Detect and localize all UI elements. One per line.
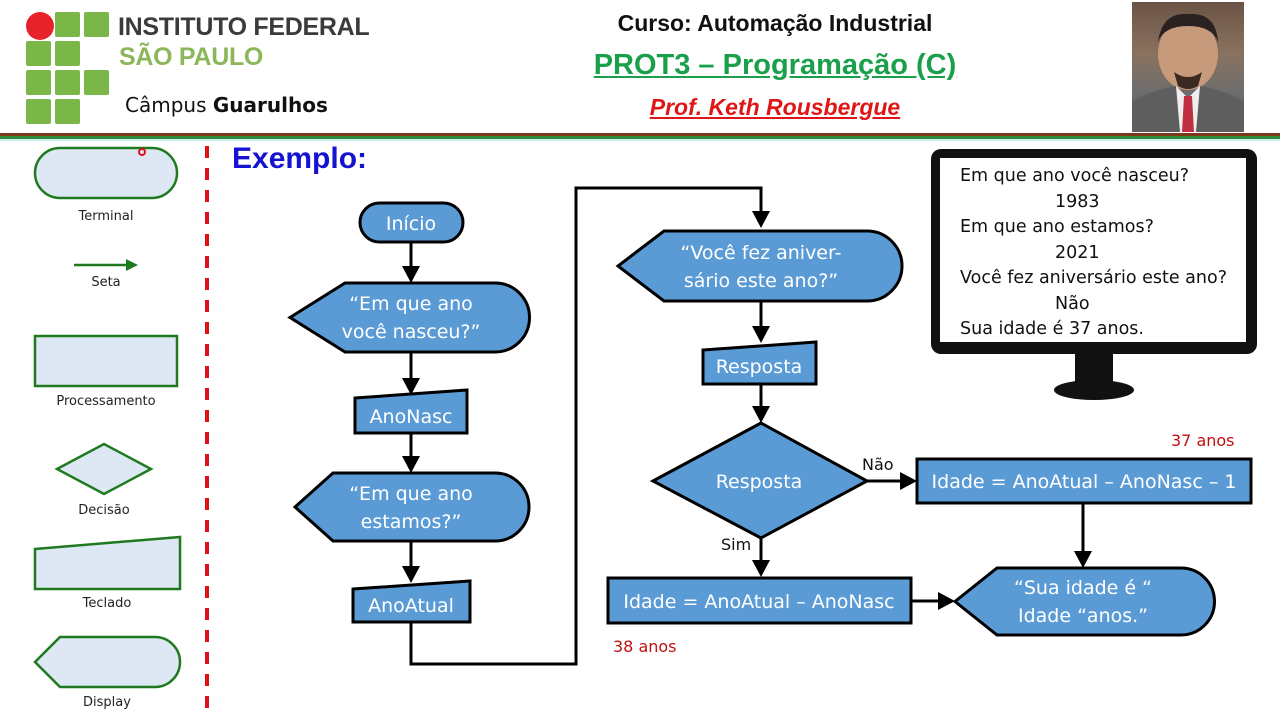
- node-output-label-1: “Sua idade é “: [1014, 577, 1152, 599]
- legend-label-terminal: Terminal: [78, 209, 134, 224]
- node-ask-birth-label-1: “Em que ano: [349, 293, 473, 315]
- arrowhead: [402, 566, 420, 583]
- node-ask-bday-label-2: sário este ano?”: [684, 270, 838, 292]
- legend-label-keyboard: Teclado: [82, 596, 132, 611]
- branch-label-no: Não: [862, 455, 894, 474]
- node-decision-label: Resposta: [716, 471, 803, 493]
- header-divider: [0, 133, 1280, 136]
- campus-prefix: Câmpus: [125, 93, 207, 117]
- node-output: [952, 566, 1216, 637]
- logo-red-dot: [26, 12, 54, 40]
- monitor-line: Em que ano estamos?: [960, 217, 1154, 237]
- branch-label-yes: Sim: [721, 535, 752, 554]
- arrowhead: [402, 456, 420, 473]
- monitor-line: Em que ano você nasceu?: [960, 166, 1189, 186]
- legend-keyboard-shape: [33, 535, 182, 591]
- node-input-answer: [701, 340, 818, 386]
- node-input-birth: [353, 388, 469, 435]
- node-ask-year-label-2: estamos?”: [361, 511, 462, 533]
- legend-shapes: [33, 146, 182, 689]
- legend-terminal-shape: [33, 146, 179, 200]
- legend-label-display: Display: [83, 695, 131, 710]
- node-ask-year: [292, 471, 531, 543]
- legend-separator: [205, 146, 209, 710]
- node-calc-yes: [606, 576, 913, 625]
- campus-label: Câmpus Guarulhos: [125, 93, 328, 117]
- professor-photo: [1132, 2, 1244, 132]
- legend-display-shape: [33, 635, 182, 689]
- note-yes-result: 38 anos: [613, 637, 677, 656]
- node-input-year: [351, 579, 472, 624]
- arrowhead: [402, 378, 420, 395]
- monitor-line: 2021: [1055, 242, 1100, 263]
- campus-name: Guarulhos: [212, 93, 328, 117]
- monitor-screen: Em que ano você nasceu? 1983 Em que ano …: [960, 164, 1240, 343]
- arrowhead: [752, 326, 770, 343]
- legend-label-process: Processamento: [56, 394, 156, 409]
- monitor-line: Não: [1055, 293, 1090, 314]
- note-no-result: 37 anos: [1171, 431, 1235, 450]
- legend-arrow-head: [126, 259, 138, 271]
- node-input-answer-label: Resposta: [716, 356, 803, 378]
- legend-label-decision: Decisão: [78, 503, 130, 518]
- arrowhead: [752, 211, 770, 228]
- monitor-icon: [931, 149, 1257, 400]
- arrowhead: [752, 560, 770, 577]
- node-input-birth-label: AnoNasc: [370, 406, 453, 428]
- arrowhead: [938, 592, 955, 610]
- header-divider-green: [0, 136, 1280, 139]
- monitor-line: Sua idade é 37 anos.: [960, 319, 1144, 339]
- node-calc-yes-label: Idade = AnoAtual – AnoNasc: [623, 591, 894, 613]
- arrowhead: [752, 406, 770, 423]
- node-decision: [649, 421, 871, 540]
- if-logo: [26, 12, 112, 126]
- institution-name: INSTITUTO FEDERAL: [118, 13, 370, 41]
- legend-label-arrow: Seta: [91, 275, 121, 290]
- node-ask-bday-label-1: “Você fez aniver-: [681, 242, 842, 264]
- course-title: Curso: Automação Industrial: [617, 10, 933, 36]
- node-start-label: Início: [386, 213, 436, 235]
- institution-state: SÃO PAULO: [119, 43, 264, 71]
- example-title: Exemplo:: [232, 142, 368, 175]
- legend-process-shape: [33, 334, 179, 388]
- node-ask-year-label-1: “Em que ano: [349, 483, 473, 505]
- legend-decision-shape: [54, 442, 154, 496]
- node-start: [358, 201, 465, 244]
- professor-name: Prof. Keth Rousbergue: [649, 94, 901, 120]
- edge-input-year-to-ask-bday: [409, 186, 763, 666]
- node-output-label-2: Idade “anos.”: [1018, 605, 1148, 627]
- monitor-line: 1983: [1055, 191, 1100, 212]
- node-ask-birth-label-2: você nasceu?”: [342, 321, 481, 343]
- header-divider-light: [0, 139, 1280, 141]
- cursor-dot: [138, 148, 146, 156]
- discipline-title: PROT3 – Programação (C): [593, 49, 957, 81]
- node-ask-birth: [287, 281, 531, 354]
- node-calc-no: [915, 457, 1253, 505]
- node-ask-bday: [615, 229, 904, 303]
- arrowhead: [900, 472, 917, 490]
- arrowhead: [402, 266, 420, 283]
- arrowhead: [1074, 551, 1092, 568]
- monitor-line: Você fez aniversário este ano?: [960, 268, 1227, 288]
- node-calc-no-label: Idade = AnoAtual – AnoNasc – 1: [932, 471, 1237, 493]
- node-input-year-label: AnoAtual: [368, 595, 454, 617]
